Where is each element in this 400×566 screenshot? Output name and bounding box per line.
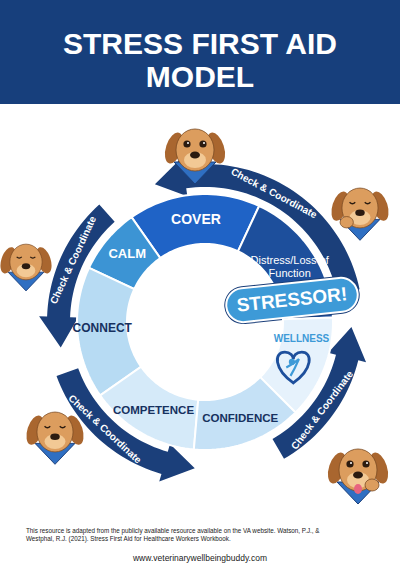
segment-label: CONNECT (66, 322, 138, 336)
dog-illustration (45, 426, 66, 427)
dog-illustration (0, 244, 55, 291)
dog-illustration (350, 202, 371, 203)
dog-illustration (184, 152, 206, 168)
wheel-segment: COMPETENCE (99, 365, 200, 451)
segment-label: CONFIDENCE (195, 412, 285, 425)
wheel-segment: CALM (87, 216, 162, 291)
wheel-segment: Distress/Loss of Function (236, 204, 334, 321)
segment-label: Distress/Loss of Function (250, 254, 330, 279)
dog-illustration (23, 412, 87, 464)
segment-label: COVER (161, 211, 231, 227)
segment-shape (76, 266, 143, 397)
dog-illustration (37, 412, 73, 452)
stressor-pill: STRESSOR! (223, 275, 360, 325)
segment-shape (77, 268, 141, 396)
dog-illustration (187, 142, 189, 144)
arrow-label: Check & Coordinate (229, 166, 319, 221)
cycle-arrow (273, 327, 367, 459)
segment-shape (192, 376, 297, 451)
segment-shape (87, 216, 162, 291)
segment-shape (132, 194, 260, 258)
dog-illustration (183, 140, 190, 147)
wheel-segment: CONNECT (76, 266, 143, 397)
website-label: www.veterinarywellbeingbuddy.com (133, 553, 267, 563)
title: STRESS FIRST AID MODEL (50, 27, 350, 93)
segment-shape (89, 217, 160, 289)
dog-illustration (45, 434, 66, 449)
wheel-segment: COVER (130, 193, 261, 260)
dog-illustration (324, 449, 391, 504)
dog-illustration (176, 129, 214, 171)
dog-illustration (354, 484, 362, 494)
dog-illustration (355, 209, 365, 216)
wheel-segment: CONFIDENCE (192, 376, 297, 451)
segment-shape (260, 318, 333, 413)
segment-shape (99, 365, 200, 451)
cycle-arrow (39, 158, 366, 482)
arrow-label: Check & Coordinate (47, 215, 97, 306)
segment-shape (194, 377, 296, 450)
wellness-logo (277, 352, 309, 383)
cycle-arrow (57, 368, 195, 481)
dog-illustration (203, 142, 205, 144)
dog-illustration (50, 433, 60, 440)
dog-illustration (22, 263, 31, 269)
cycle-arrow (155, 158, 360, 294)
segment-label: STRESSOR! (236, 283, 349, 316)
dog-illustration (161, 129, 228, 184)
dog-illustration (365, 479, 379, 491)
dog-illustration (10, 244, 42, 280)
segment-label: WELLNESS (267, 333, 337, 345)
arrow-label: Check & Coordinate (288, 368, 354, 451)
dog-illustration (199, 140, 206, 147)
segment-shape (236, 204, 334, 321)
segment-shape (100, 367, 198, 450)
wellness-logo (286, 359, 299, 376)
segment-label: COMPETENCE (109, 405, 199, 418)
dog-illustration (362, 460, 369, 467)
segment-shape (238, 206, 333, 319)
source-note: This resource is adapted from the public… (26, 527, 326, 543)
wellness-logo (277, 352, 309, 383)
cycle-arrow (39, 205, 115, 348)
dog-illustration (340, 217, 353, 228)
dog-illustration (353, 472, 363, 479)
dog-illustration (17, 257, 36, 258)
dog-illustration (366, 462, 368, 464)
dog-illustration (350, 462, 352, 464)
segment-shape (130, 193, 261, 260)
dog-illustration (346, 460, 353, 467)
header-band (0, 0, 400, 104)
segment-label: CALM (102, 247, 152, 262)
dog-illustration (17, 264, 36, 278)
dog-illustration (190, 152, 200, 159)
dog-illustration (328, 188, 392, 240)
